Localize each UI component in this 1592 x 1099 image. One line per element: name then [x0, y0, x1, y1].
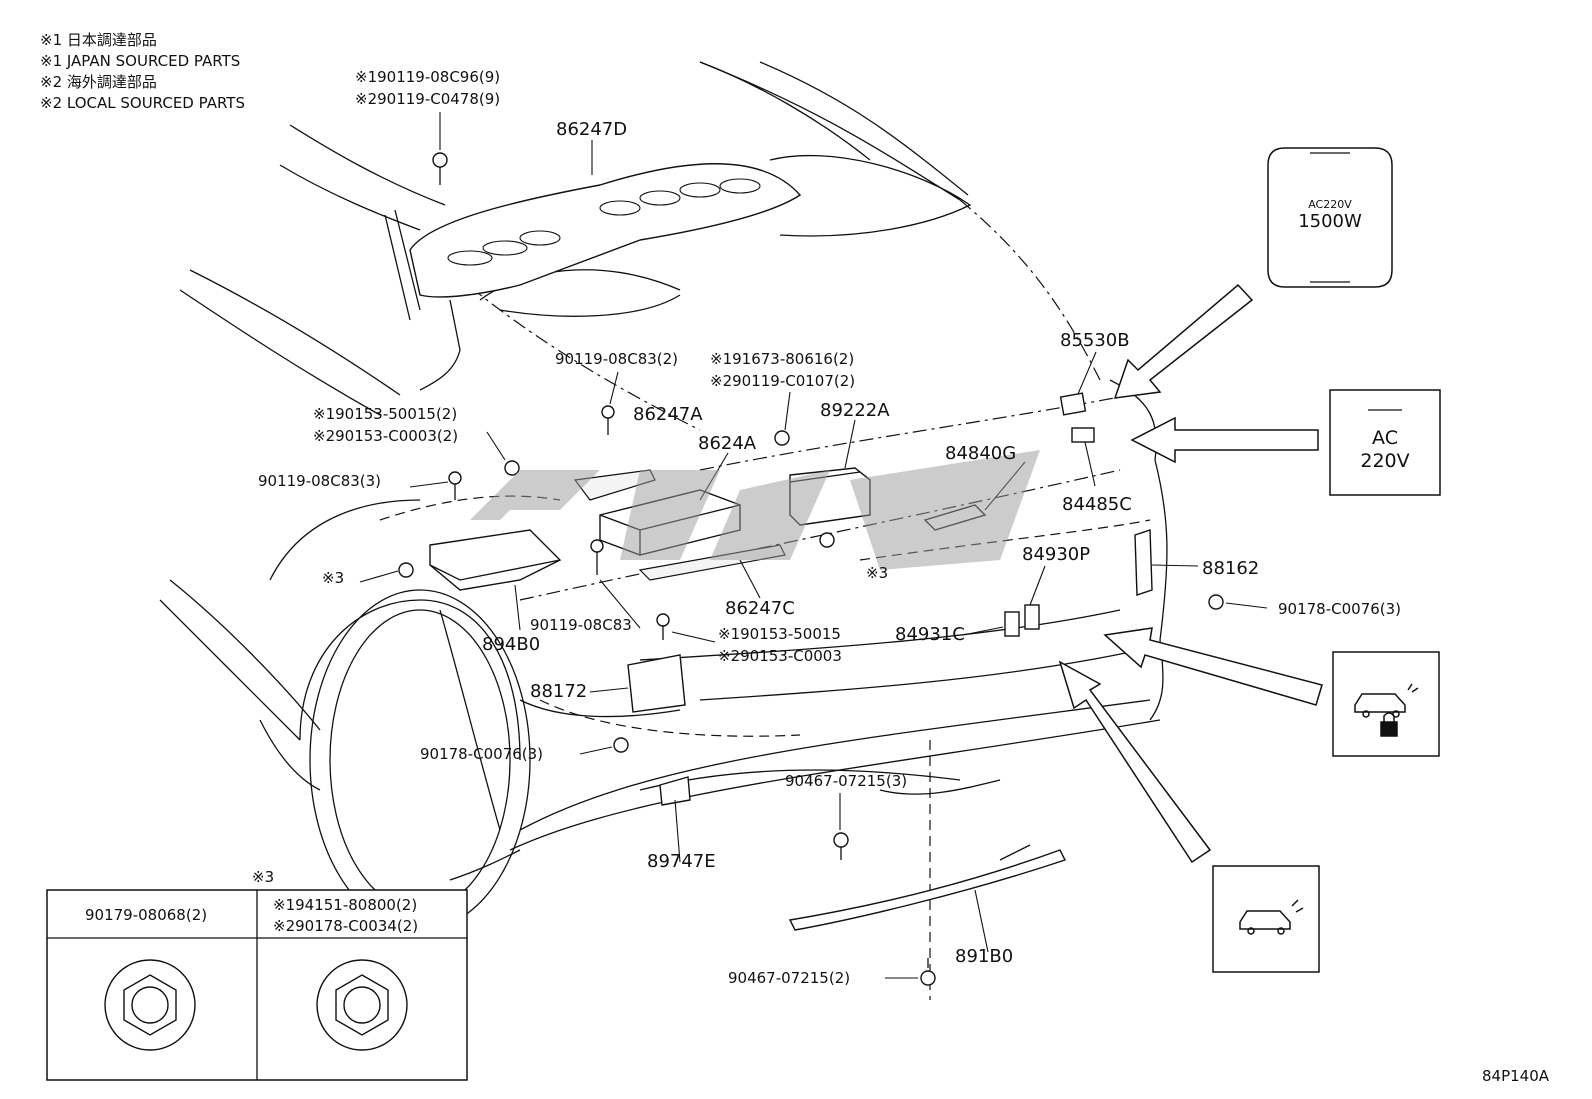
label-90153-1: ※190153-50015(2)	[313, 405, 457, 423]
label-8624A: 8624A	[698, 433, 757, 454]
arrow-icon	[1130, 416, 1319, 464]
label-89222A: 89222A	[820, 400, 890, 421]
outlet-cover-text-1: AC220V	[1308, 198, 1352, 211]
label-91673-1: ※191673-80616(2)	[710, 350, 854, 368]
label-85530B: 85530B	[1060, 330, 1130, 351]
label-90178-left: 90178-C0076(3)	[420, 745, 543, 763]
nut-icon	[104, 959, 196, 1051]
clip-icon	[819, 532, 835, 548]
note-line: ※1 JAPAN SOURCED PARTS	[40, 52, 241, 70]
outlet-cover-text-2: 1500W	[1298, 211, 1362, 232]
part-89747E-sensor	[659, 776, 691, 806]
nut-icon	[1208, 594, 1224, 610]
label-84485C: 84485C	[1062, 494, 1132, 515]
part-84931C-switch	[1004, 604, 1040, 637]
watermark-logo	[470, 450, 1040, 570]
label-89747E: 89747E	[647, 851, 716, 872]
clip-icon	[920, 958, 936, 986]
ac-switch-text-1: AC	[1372, 427, 1398, 449]
label-x3-left: ※3	[322, 569, 344, 587]
legend-notes: ※1 日本調達部品 ※1 JAPAN SOURCED PARTS ※2 海外調達…	[40, 30, 245, 114]
label-90153-2: ※290153-C0003(2)	[313, 427, 458, 445]
label-86247C: 86247C	[725, 598, 795, 619]
label-90153-b2: ※290153-C0003	[718, 647, 842, 665]
label-84931C: 84931C	[895, 624, 965, 645]
label-x3-mid: ※3	[866, 564, 888, 582]
part-88162-sensor	[1134, 529, 1153, 596]
note-line: ※2 LOCAL SOURCED PARTS	[40, 94, 245, 112]
diagram-code: 84P140A	[1482, 1067, 1550, 1085]
bolt-icon	[590, 539, 604, 575]
arrow-icon	[1103, 627, 1323, 706]
part-88172-module	[627, 654, 686, 713]
nut-icon	[774, 430, 790, 446]
label-894B0: 894B0	[482, 634, 540, 655]
lock-switch-inset	[1332, 651, 1440, 757]
label-84930P: 84930P	[1022, 544, 1090, 565]
label-88162: 88162	[1202, 558, 1259, 579]
label-90178-right: 90178-C0076(3)	[1278, 600, 1401, 618]
bolt-icon	[432, 152, 448, 185]
part-86247D-cover	[409, 163, 802, 298]
outlet-cover-inset: AC220V 1500W	[1267, 147, 1393, 288]
label-86247A: 86247A	[633, 404, 703, 425]
ac-switch-inset: AC 220V	[1329, 389, 1441, 496]
label-90153-b1: ※190153-50015	[718, 625, 841, 643]
vehicle-hatch-icon	[1239, 899, 1304, 935]
clip-icon	[398, 562, 414, 578]
label-90467-top: 90467-07215(3)	[785, 772, 907, 790]
part-891B0-cover	[788, 844, 1066, 931]
clip-icon	[833, 832, 849, 860]
nut-icon	[316, 959, 408, 1051]
fastener-table-header-right-2: ※290178-C0034(2)	[273, 917, 418, 935]
bolt-icon	[448, 471, 462, 500]
label-90119-08C83-3: 90119-08C83(3)	[258, 472, 381, 490]
note-line: ※2 海外調達部品	[40, 73, 157, 91]
label-90119-08C83: 90119-08C83	[530, 616, 632, 634]
label-891B0: 891B0	[955, 946, 1013, 967]
part-894B0-unit	[429, 529, 562, 591]
label-90119-08C83-2: 90119-08C83(2)	[555, 350, 678, 368]
note-line: ※1 日本調達部品	[40, 31, 157, 49]
label-88172: 88172	[530, 681, 587, 702]
label-86247D: 86247D	[556, 119, 627, 140]
nut-icon	[504, 460, 520, 476]
label-91673-2: ※290119-C0107(2)	[710, 372, 855, 390]
hatch-switch-inset	[1212, 865, 1320, 973]
label-bolt-top-1: ※190119-08C96(9)	[355, 68, 500, 86]
label-84840G: 84840G	[945, 443, 1016, 464]
label-bolt-top-2: ※290119-C0478(9)	[355, 90, 500, 108]
bolt-icon	[601, 405, 615, 435]
label-90467-bot: 90467-07215(2)	[728, 969, 850, 987]
fastener-table-title: ※3	[252, 868, 274, 886]
nut-icon	[613, 737, 629, 753]
fastener-table-header-right-1: ※194151-80800(2)	[273, 896, 417, 914]
arrow-icon	[1058, 660, 1212, 864]
fastener-table-header-left: 90179-08068(2)	[85, 906, 207, 924]
ac-switch-text-2: 220V	[1360, 450, 1409, 472]
fastener-table: ※3 90179-08068(2) ※194151-80800(2) ※2901…	[46, 868, 468, 1081]
leader-lines	[359, 112, 1268, 979]
bolt-icon	[656, 613, 670, 640]
vehicle-lock-icon	[1354, 683, 1419, 737]
arrow-icon	[1113, 283, 1254, 399]
part-85530B-connector	[1059, 392, 1087, 416]
part-84485C-connector	[1071, 427, 1095, 443]
